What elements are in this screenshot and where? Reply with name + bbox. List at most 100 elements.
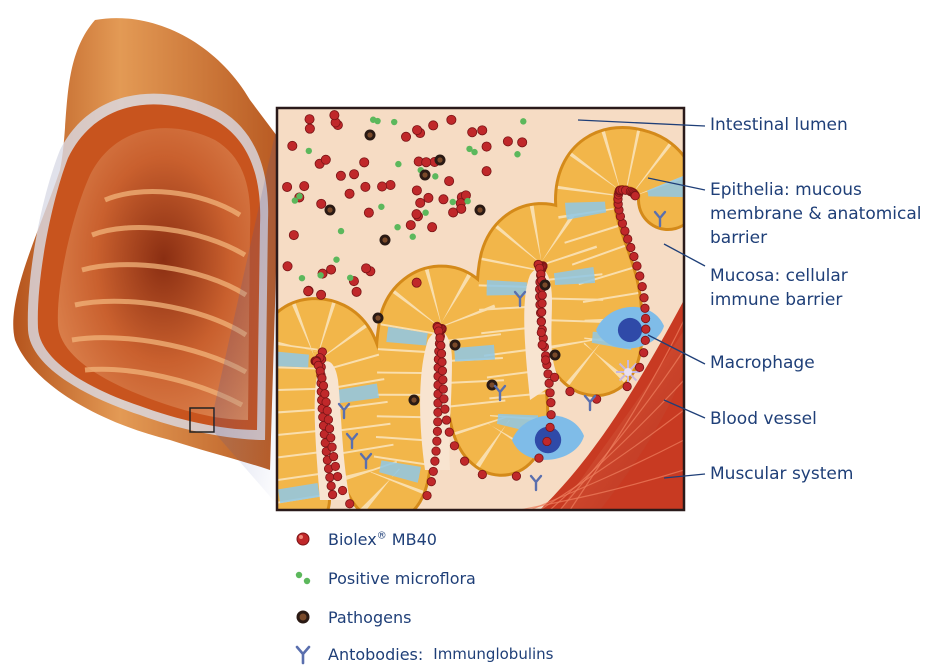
biolex-particle [433,427,441,435]
biolex-particle [437,349,445,357]
pathogen-core [367,132,372,137]
legend-pathogens: Pathogens [292,604,411,630]
biolex-particle [550,373,558,381]
biolex-particle [364,208,373,217]
label-mucosa-line2: immune barrier [710,288,848,312]
biolex-particle [439,385,447,393]
microflora-particle [391,119,397,125]
microflora-particle [374,118,380,124]
label-blood-vessel: Blood vessel [710,407,817,431]
biolex-particle [537,328,545,336]
pathogen-core [477,207,482,212]
biolex-particle [288,141,297,150]
biolex-particle [345,189,354,198]
biolex-particle [627,243,635,251]
biolex-particle [326,265,335,274]
biolex-particle [478,470,486,478]
biolex-particle [440,395,448,403]
biolex-particle [328,443,336,451]
immune-cell [624,368,632,376]
microflora-particle [450,199,456,205]
microflora-icon [292,567,314,589]
biolex-particle [535,454,543,462]
biolex-particle [336,171,345,180]
label-epithelia-line3: barrier [710,226,922,250]
pathogen-core [437,157,442,162]
biolex-particle [412,278,421,287]
biolex-particle [636,272,644,280]
biolex-particle [432,447,440,455]
biolex-particle [305,124,314,133]
biolex-particle [621,227,629,235]
biolex-particle [547,410,555,418]
microflora-particle [317,272,323,278]
biolex-particle [450,442,458,450]
biolex-particle [478,126,487,135]
biolex-particle [338,486,346,494]
biolex-particle [410,511,418,519]
legend-microflora: Positive microflora [292,565,476,591]
label-epithelia-line1: Epithelia: mucous [710,178,922,202]
biolex-particle [360,158,369,167]
biolex-particle [364,517,372,525]
biolex-particle [641,304,649,312]
microflora-particle [410,234,416,240]
biolex-particle [631,192,639,200]
biolex-particle [331,462,339,470]
biolex-particle [321,155,330,164]
biolex-particle [538,299,546,307]
microflora-particle [471,149,477,155]
biolex-particle [518,138,527,147]
biolex-particle [406,220,415,229]
microflora-particle [292,197,298,203]
pathogen-core [552,352,557,357]
pathogen-core [542,282,547,287]
biolex-particle [346,500,354,508]
biolex-particle [538,308,546,316]
biolex-particle [434,418,442,426]
biolex-particle [329,452,337,460]
label-mucosa-line1: Mucosa: cellular [710,264,848,288]
biolex-particle [457,204,466,213]
biolex-particle [283,262,292,271]
biolex-particle [316,290,325,299]
microflora-particle [378,204,384,210]
label-mucosa: Mucosa: cellular immune barrier [710,264,848,312]
biolex-particle [283,182,292,191]
label-muscular-system: Muscular system [710,462,853,486]
label-epithelia: Epithelia: mucous membrane & anatomical … [710,178,922,250]
biolex-particle [635,363,643,371]
pathogen-icon [292,606,314,628]
biolex-particle [442,416,450,424]
microflora-particle [333,256,339,262]
microflora-particle [394,224,400,230]
biolex-particle [333,472,341,480]
microflora-particle [395,161,401,167]
biolex-particle [547,398,555,406]
pathogen-core [452,342,457,347]
biolex-particle [427,477,435,485]
label-epithelia-line2: membrane & anatomical [710,202,922,226]
biolex-particle [328,490,336,498]
biolex-particle [330,111,339,120]
pathogen-core [375,315,380,320]
biolex-particle [445,428,453,436]
pathogen-core [422,172,427,177]
biolex-particle [412,125,421,134]
biolex-particle [460,457,468,465]
biolex-particle [468,128,477,137]
microflora-particle [520,118,526,124]
biolex-particle [438,367,446,375]
biolex-particle [429,467,437,475]
biolex-particle [503,137,512,146]
biolex-particle [412,186,421,195]
biolex-particle [630,252,638,260]
biolex-particle [401,132,410,141]
biolex-particle [482,142,491,151]
legend-biolex: Biolex® MB40 [292,526,437,552]
biolex-particle [482,167,491,176]
biolex-particle [416,198,425,207]
microflora-particle [338,228,344,234]
biolex-particle [323,407,331,415]
legend-biolex-label: Biolex® MB40 [328,530,437,549]
